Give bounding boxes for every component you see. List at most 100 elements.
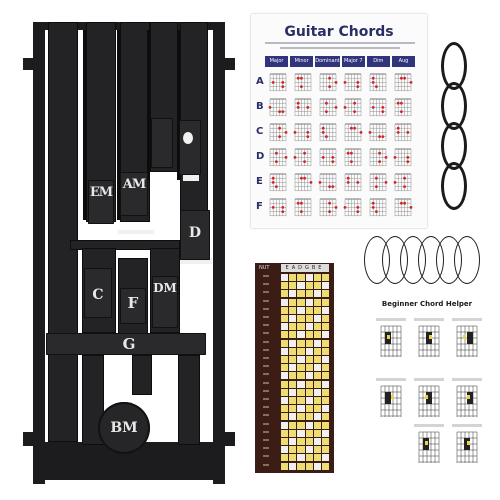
fretboard-cell <box>313 290 321 298</box>
fret-marker <box>263 332 269 335</box>
fretboard-cell <box>305 446 313 454</box>
chord-diagram <box>293 97 313 117</box>
fretboard-cell <box>313 364 321 372</box>
fretboard-cell <box>297 282 305 290</box>
fret-marker <box>263 307 269 310</box>
fretboard-cell <box>313 306 321 314</box>
fretboard-row <box>281 462 330 470</box>
c-key[interactable] <box>84 268 112 318</box>
fretboard-cell <box>281 331 289 339</box>
chord-diagram <box>343 197 363 217</box>
em-key[interactable] <box>88 180 114 224</box>
fretboard-cell <box>281 364 289 372</box>
fretboard-row <box>281 397 330 404</box>
d-key[interactable] <box>180 210 210 260</box>
fret-marker <box>263 430 269 433</box>
poster-chord-row: B <box>254 95 420 119</box>
fretboard-cell <box>289 421 297 429</box>
fretboard-cell <box>297 331 305 339</box>
poster-column-headers: Major Minor Dominant 7 Major 7 Dim Aug <box>265 56 415 75</box>
key-strip-5[interactable] <box>180 22 208 212</box>
fretboard-cell <box>281 306 289 314</box>
fretboard-cell <box>281 380 289 388</box>
chord-diagram <box>393 72 413 92</box>
chord-diagram <box>318 172 338 192</box>
fretboard-cell <box>297 421 305 429</box>
pad-4-upper[interactable] <box>151 118 173 168</box>
fretboard-cell <box>313 429 321 437</box>
fretboard-cell <box>281 347 289 355</box>
fretboard-cell <box>289 323 297 331</box>
f-key[interactable] <box>120 288 146 324</box>
fretboard-cell <box>281 282 289 290</box>
fretboard-cell <box>281 413 289 421</box>
em-label: EM <box>89 185 113 200</box>
fretboard-cell <box>321 380 330 388</box>
fretboard-row <box>281 282 330 290</box>
chord-diagram <box>343 147 363 167</box>
fretboard-row <box>281 323 330 331</box>
chord-diagram <box>293 172 313 192</box>
fretboard-cell <box>289 438 297 445</box>
fretboard-cell <box>305 405 313 413</box>
fretboard-cell <box>297 413 305 421</box>
chord-diagram <box>393 97 413 117</box>
am-key[interactable] <box>120 172 148 216</box>
fretboard-cell <box>305 315 313 322</box>
gap <box>177 30 180 180</box>
bm-key[interactable] <box>98 402 150 454</box>
fretboard-cell <box>289 315 297 322</box>
fretboard-cell <box>313 397 321 404</box>
chord-diagram <box>343 72 363 92</box>
fret-marker <box>263 422 269 425</box>
fretboard-cell <box>297 306 305 314</box>
key-strip-1[interactable] <box>48 22 78 442</box>
fretboard-cell <box>289 429 297 437</box>
helper-chord-card <box>414 318 444 362</box>
fretboard-cell <box>289 306 297 314</box>
chord-diagram <box>293 197 313 217</box>
fretboard-cell <box>289 339 297 347</box>
fretboard-cell <box>281 438 289 445</box>
gap <box>83 30 86 220</box>
fretboard-cell <box>321 298 330 306</box>
fretboard-cell <box>289 282 297 290</box>
gap <box>147 30 150 180</box>
chord-diagram <box>318 147 338 167</box>
poster-row-letter: D <box>256 151 265 162</box>
fretboard-note-chart: NUT EADGBE <box>255 263 334 473</box>
chord-diagram <box>318 122 338 142</box>
fretboard-row <box>281 388 330 396</box>
fretboard-cell <box>321 364 330 372</box>
pad-5-upper[interactable] <box>179 120 201 175</box>
fretboard-row <box>281 372 330 380</box>
dm-key[interactable] <box>152 276 178 328</box>
fretboard-cell <box>321 405 330 413</box>
chord-diagram <box>368 122 388 142</box>
lower-stem-2 <box>132 355 152 395</box>
fretboard-cell <box>305 372 313 380</box>
fretboard-cell <box>313 388 321 396</box>
fretboard-cell <box>321 323 330 331</box>
helper-title: Beginner Chord Helper <box>381 300 473 308</box>
fret-marker <box>263 373 269 376</box>
fretboard-cell <box>313 421 321 429</box>
fretboard-cell <box>297 405 305 413</box>
fret-marker <box>263 365 269 368</box>
g-bar[interactable] <box>46 333 206 355</box>
fretboard-cell <box>305 462 313 470</box>
fretboard-cell <box>313 462 321 470</box>
fretboard-cell <box>313 454 321 462</box>
chord-diagram <box>393 122 413 142</box>
fretboard-row <box>281 356 330 363</box>
fretboard-cell <box>297 347 305 355</box>
fretboard-cell <box>289 356 297 363</box>
fretboard-cell <box>313 282 321 290</box>
fretboard-cell <box>289 446 297 454</box>
chord-diagram <box>268 97 288 117</box>
chord-diagram <box>368 147 388 167</box>
fretboard-cell <box>313 323 321 331</box>
chord-diagram <box>368 197 388 217</box>
fret-marker <box>263 439 269 441</box>
fretboard-row <box>281 339 330 347</box>
